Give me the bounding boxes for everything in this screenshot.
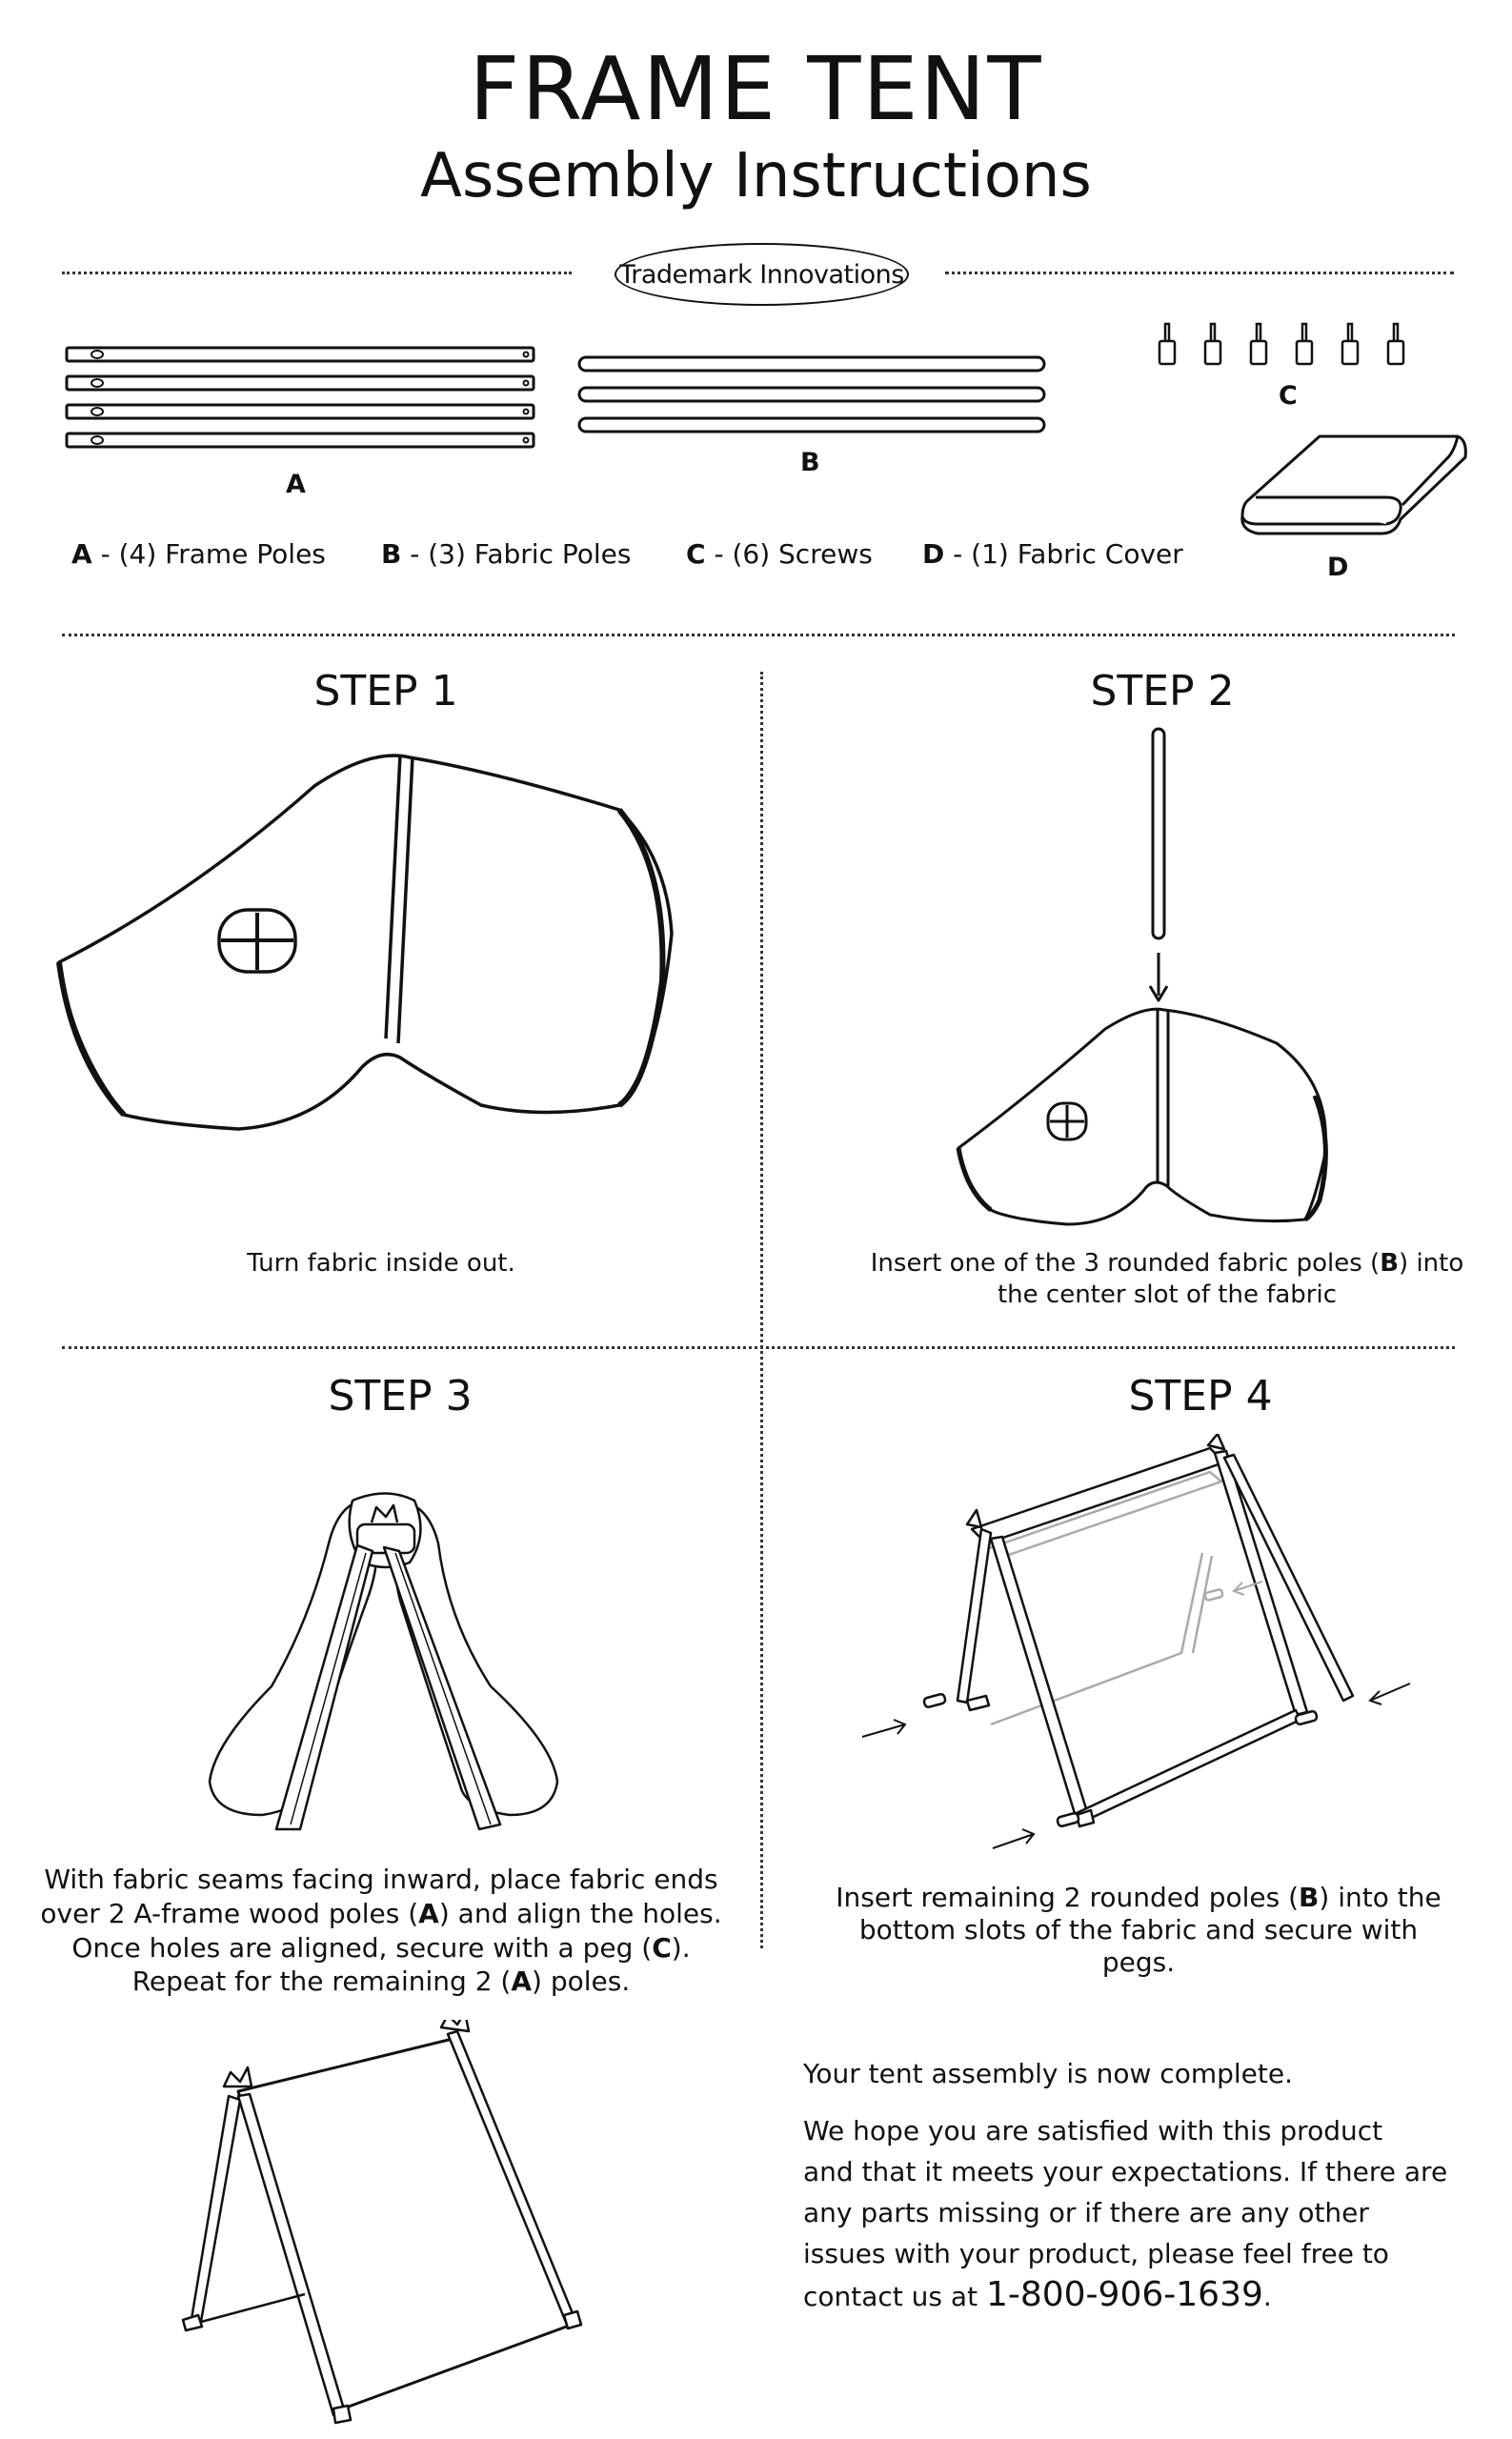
- completion-line-5: contact us at 1-800-906-1639.: [803, 2275, 1272, 2314]
- completion-message: We hope you are satisfied with this prod…: [803, 2110, 1470, 2317]
- completed-tent-illustration: [181, 2020, 583, 2425]
- step-2-caption-line-1: Insert one of the 3 rounded fabric poles…: [870, 1249, 1464, 1278]
- part-label-b: B: [800, 448, 820, 477]
- phone-number[interactable]: 1-800-906-1639: [985, 2275, 1263, 2314]
- page-subtitle: Assembly Instructions: [420, 141, 1092, 212]
- step-4-caption-line-2: bottom slots of the fabric and secure wi…: [858, 1914, 1419, 1946]
- step-4-caption-line-3: pegs.: [1101, 1946, 1176, 1979]
- part-label-a: A: [286, 470, 306, 499]
- step-3-caption-line-4: Repeat for the remaining 2 (A) poles.: [131, 1965, 631, 1998]
- page-title: FRAME TENT: [469, 38, 1043, 140]
- step-3-caption-line-3: Once holes are aligned, secure with a pe…: [71, 1931, 691, 1964]
- fabric-poles-illustration: [577, 355, 1046, 433]
- divider-right: [945, 272, 1454, 274]
- part-label-d: D: [1327, 553, 1349, 582]
- completion-line-3: any parts missing or if there are any ot…: [803, 2197, 1369, 2228]
- completion-line-1: We hope you are satisfied with this prod…: [803, 2115, 1383, 2147]
- step-3-illustration: [208, 1492, 559, 1831]
- step-2-illustration: [956, 727, 1328, 1226]
- legend-item-c: C - (6) Screws: [686, 538, 873, 570]
- divider-left: [62, 272, 572, 274]
- brand-name: Trademark Innovations: [619, 259, 904, 290]
- legend-item-a: A - (4) Frame Poles: [71, 538, 326, 570]
- fabric-cover-illustration: [1240, 434, 1467, 535]
- completion-line-4: issues with your product, please feel fr…: [803, 2238, 1389, 2269]
- step-2-caption: Insert one of the 3 rounded fabric poles…: [862, 1248, 1472, 1310]
- legend-item-b: B - (3) Fabric Poles: [381, 538, 632, 570]
- section-divider-top: [62, 634, 1455, 636]
- legend-item-d: D - (1) Fabric Cover: [922, 538, 1183, 570]
- part-label-c: C: [1279, 381, 1298, 411]
- section-divider-vertical: [760, 672, 763, 1948]
- section-divider-middle: [62, 1346, 1455, 1349]
- step-3-caption-line-2: over 2 A-frame wood poles (A) and align …: [40, 1897, 722, 1929]
- step-3-title: STEP 3: [328, 1372, 473, 1421]
- brand-logo: Trademark Innovations: [615, 243, 909, 306]
- completion-line-2: and that it meets your expectations. If …: [803, 2156, 1448, 2187]
- step-2-title: STEP 2: [1090, 667, 1235, 716]
- step-4-caption-line-1: Insert remaining 2 rounded poles (B) int…: [836, 1882, 1441, 1913]
- screws-illustration: [1158, 322, 1405, 366]
- completion-heading: Your tent assembly is now complete.: [803, 2058, 1293, 2089]
- step-2-caption-line-2: the center slot of the fabric: [997, 1280, 1338, 1309]
- frame-poles-illustration: [65, 346, 535, 449]
- step-1-caption: Turn fabric inside out.: [247, 1249, 515, 1278]
- step-4-illustration: [861, 1434, 1411, 1849]
- step-1-illustration: [56, 754, 674, 1131]
- step-4-title: STEP 4: [1128, 1372, 1273, 1421]
- step-1-title: STEP 1: [313, 667, 458, 716]
- step-4-caption: Insert remaining 2 rounded poles (B) int…: [829, 1882, 1448, 1979]
- step-3-caption-line-1: With fabric seams facing inward, place f…: [44, 1864, 718, 1895]
- step-3-caption: With fabric seams facing inward, place f…: [24, 1863, 738, 1999]
